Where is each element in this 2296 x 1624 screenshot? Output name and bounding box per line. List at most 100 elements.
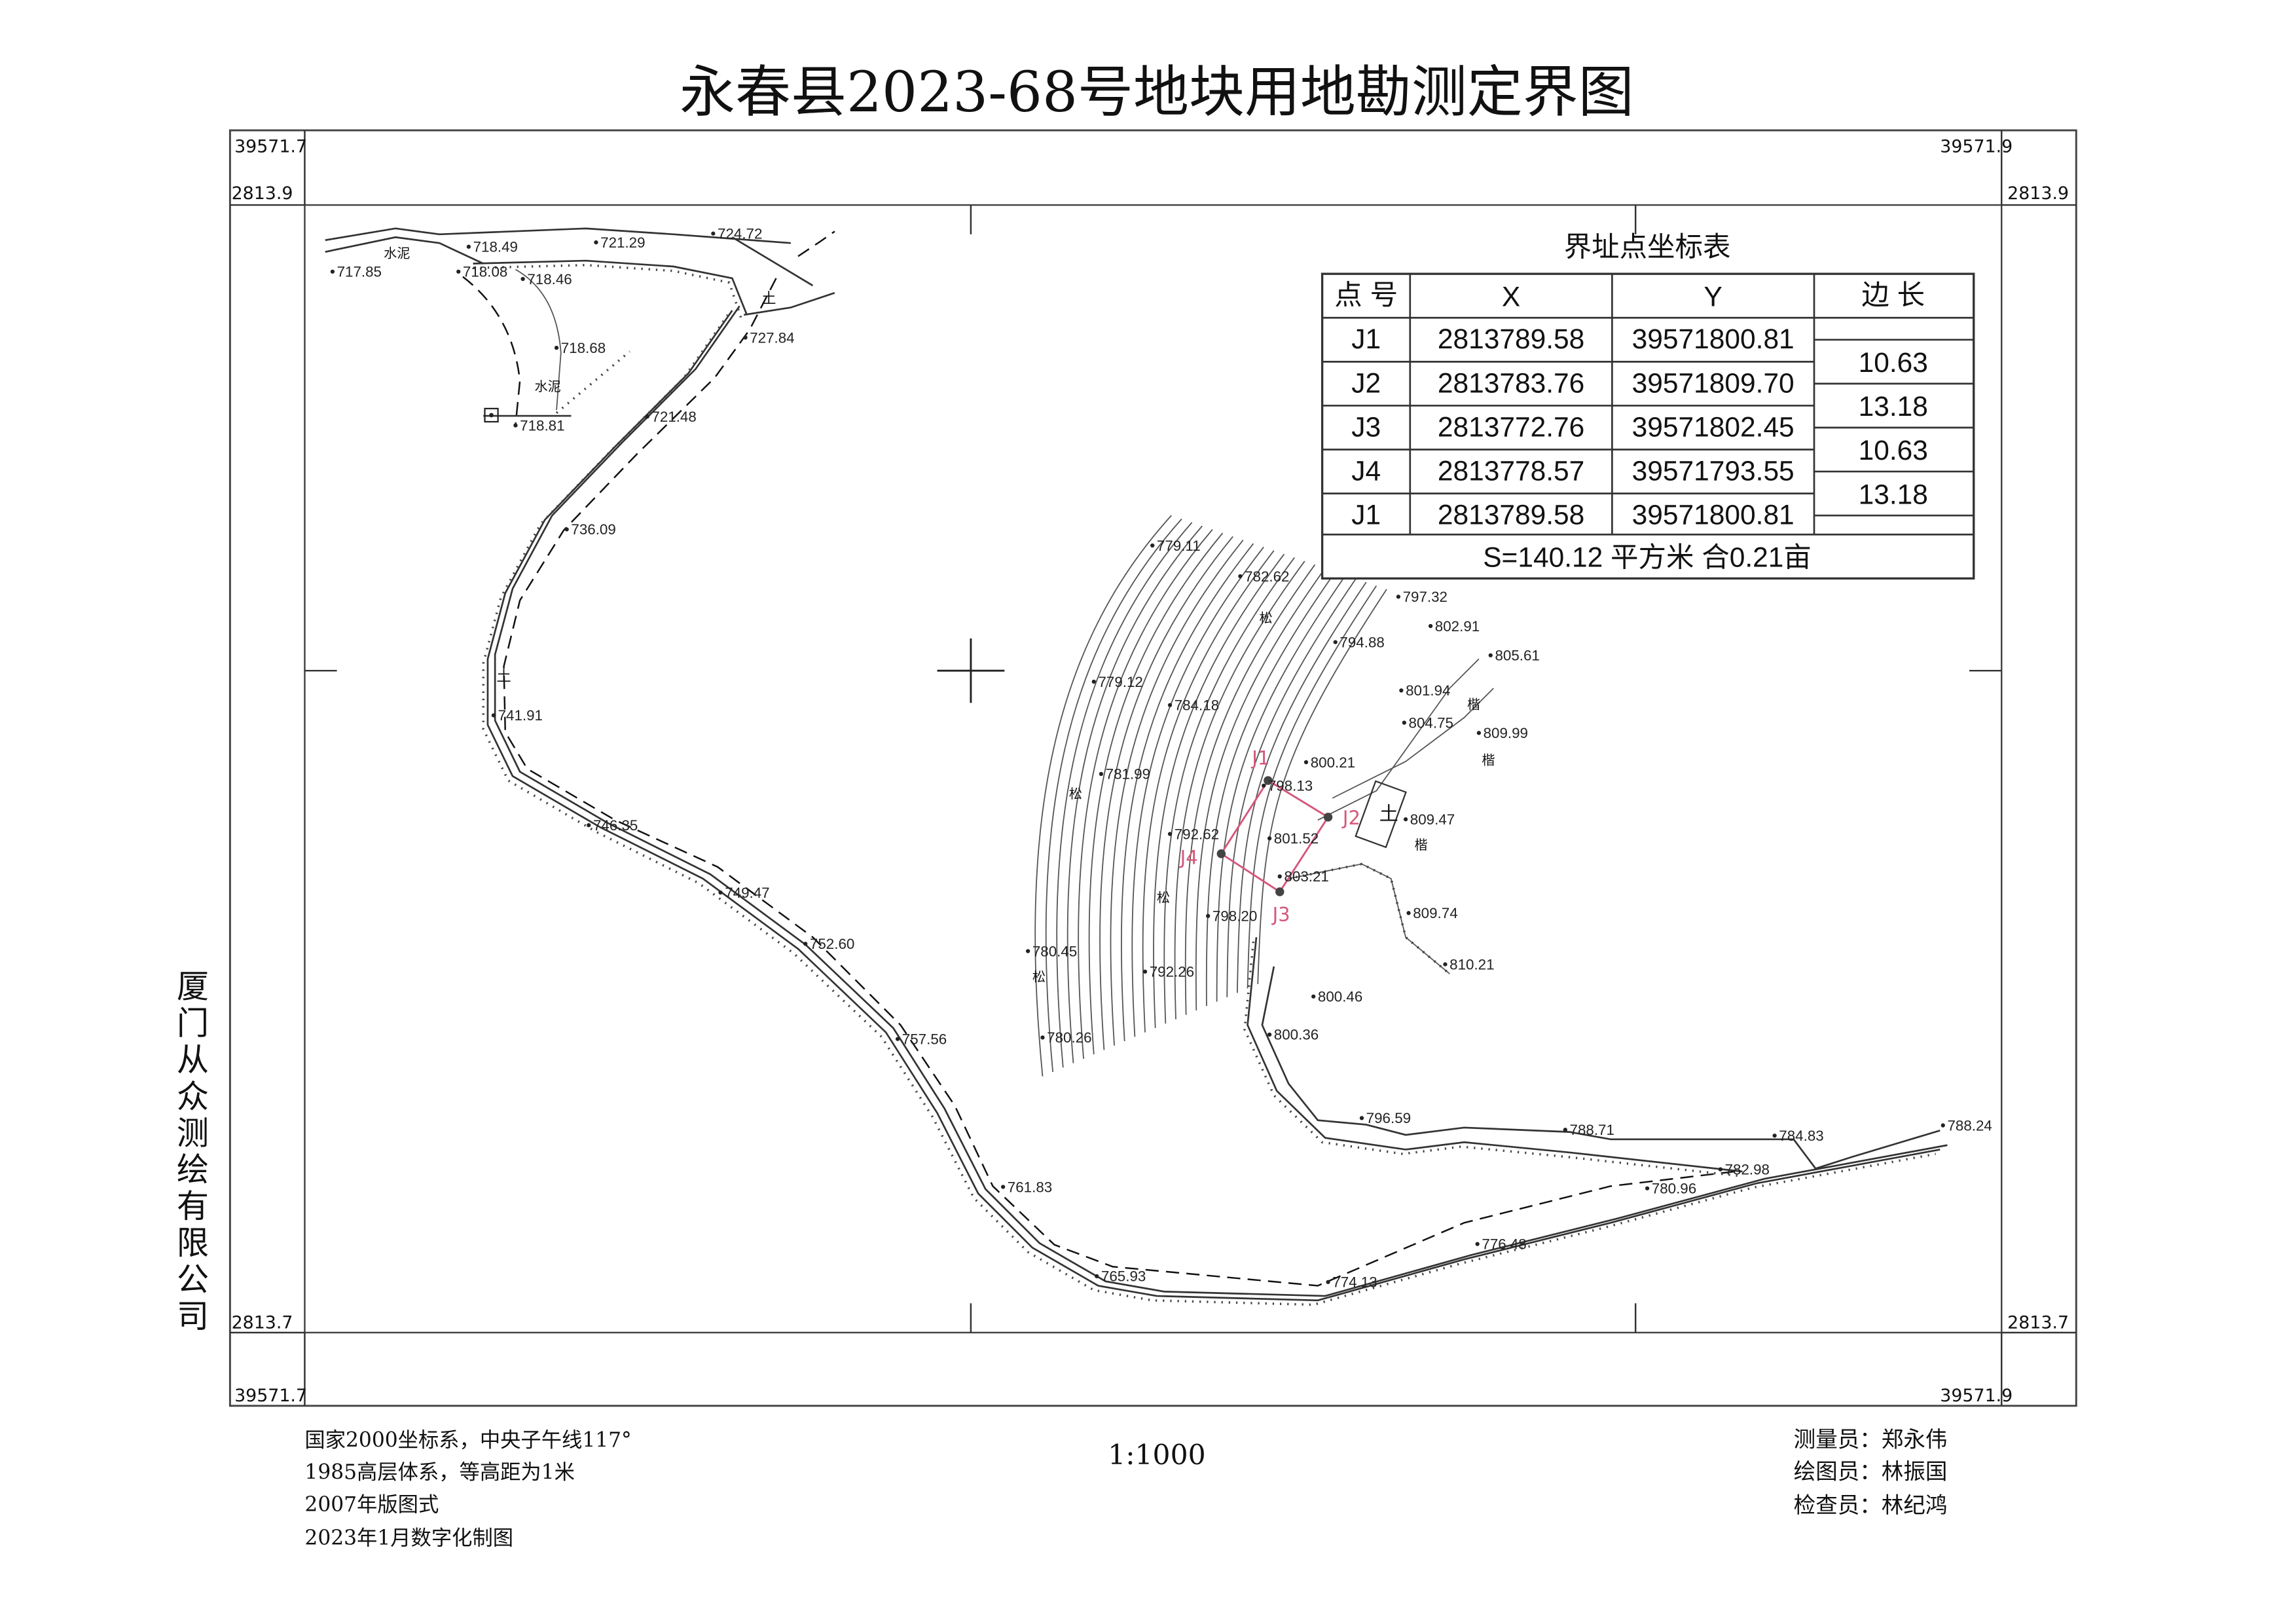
map-annotations: 水泥 水泥 土 土 土 松 松 松 松 楷 楷 楷 [384, 246, 1495, 985]
spot-height-label: 792.26 [1150, 964, 1194, 980]
table-cell-y: 39571793.55 [1632, 456, 1795, 487]
spot-height-dot [803, 942, 808, 946]
parcel-point-J2: J2 [1341, 807, 1360, 829]
spot-height-label: 809.74 [1413, 905, 1457, 921]
label-tree: 楷 [1482, 752, 1495, 767]
spot-height-dot [330, 269, 335, 274]
spot-height-label: 749.47 [725, 885, 769, 901]
edge-length: 10.63 [1859, 348, 1928, 378]
grid-cross [937, 638, 1005, 703]
spot-height-dot [1403, 817, 1408, 822]
spot-height-dot [1267, 1032, 1272, 1037]
note-date: 2023年1月数字化制图 [304, 1526, 513, 1550]
label-pine-3: 松 [1157, 890, 1170, 906]
outer-frame [228, 129, 2077, 1407]
drafter: 绘图员：林振国 [1794, 1459, 1948, 1485]
spot-height-dot [1167, 703, 1173, 707]
parcel-boundary: J1 J2 J3 J4 [1179, 747, 1360, 925]
table-cell-point: J3 [1351, 412, 1381, 443]
spot-height-dot [895, 1037, 900, 1041]
spot-height-label: 784.18 [1175, 697, 1219, 714]
spot-height-label: 718.49 [473, 239, 518, 255]
surveyor: 测量员：郑永伟 [1794, 1426, 1948, 1452]
spot-height-label: 798.13 [1268, 778, 1313, 794]
spot-height-label: 721.48 [651, 409, 696, 425]
spot-height-dot [564, 527, 569, 532]
spot-height-label: 805.61 [1495, 648, 1539, 664]
spot-height-dot [1333, 640, 1338, 644]
spot-height-dot [718, 890, 723, 895]
label-cement-2: 水泥 [535, 378, 561, 394]
spot-height-label: 800.36 [1274, 1027, 1319, 1043]
spot-height-dot [1563, 1128, 1567, 1132]
spot-height-label: 752.60 [810, 936, 854, 952]
spot-height-label: 798.20 [1212, 908, 1257, 925]
spot-height-dot [1326, 1280, 1330, 1284]
spot-height-dot [1000, 1185, 1006, 1189]
spot-height-label: 788.24 [1947, 1117, 1992, 1134]
corner-label-top-left-y: 39571.7 [234, 137, 307, 157]
spot-height-dot [1941, 1123, 1945, 1128]
spot-height-label: 746.35 [593, 817, 638, 834]
spot-height-label: 792.62 [1175, 826, 1219, 842]
table-cell-x: 2813778.57 [1438, 456, 1584, 487]
spot-height-dot [1476, 731, 1482, 735]
spot-height-dot [1303, 760, 1309, 765]
parcel-point-J1: J1 [1250, 747, 1269, 769]
table-cell-x: 2813772.76 [1438, 412, 1584, 443]
table-cell-y: 39571800.81 [1632, 500, 1795, 531]
contour-line [1216, 574, 1347, 1002]
spot-height-label: 784.83 [1779, 1128, 1823, 1144]
spot-height-label: 803.21 [1284, 868, 1328, 885]
spot-height-dot [1091, 679, 1096, 684]
label-pine: 松 [1259, 610, 1272, 625]
spot-height-label: 782.62 [1245, 568, 1289, 585]
contour-line [1257, 589, 1387, 984]
spot-height-dot [1206, 913, 1211, 918]
label-soil-3: 土 [1379, 802, 1398, 824]
spot-height-dot [1095, 1274, 1099, 1279]
spot-height-label: 718.08 [463, 264, 507, 280]
spot-height-label: 809.47 [1410, 811, 1455, 828]
spot-height-label: 780.45 [1032, 943, 1077, 959]
table-cell-point: J1 [1351, 324, 1381, 355]
table-title: 界址点坐标表 [1564, 232, 1731, 263]
spot-height-label: 741.91 [498, 707, 543, 724]
label-pine-2: 松 [1069, 786, 1082, 802]
table-cell-x: 2813783.76 [1438, 368, 1584, 399]
survey-marker-icon [484, 407, 499, 423]
corner-label-bottom-right-y: 39571.9 [1940, 1386, 2013, 1406]
spot-height-dot [1399, 688, 1404, 693]
table-cell-x: 2813789.58 [1438, 500, 1584, 531]
spot-height-label: 794.88 [1339, 634, 1384, 650]
spot-height-label: 796.59 [1366, 1110, 1411, 1126]
spot-height-dot [1406, 911, 1411, 915]
corner-label-top-left-x: 2813.9 [232, 183, 293, 204]
table-cell-y: 39571800.81 [1632, 324, 1795, 355]
spot-height-label: 801.94 [1406, 682, 1450, 699]
map-title: 永春县2023-68号地块用地勘测定界图 [680, 60, 1634, 125]
spot-height-dot [1167, 832, 1173, 836]
label-soil-2: 土 [496, 668, 511, 685]
spot-height-dot [1262, 783, 1266, 788]
contour-line [1174, 561, 1305, 1020]
spot-height-label: 788.71 [1570, 1122, 1614, 1138]
table-cell-point: J1 [1351, 500, 1381, 531]
spot-height-dot [1488, 653, 1493, 657]
spot-height-dot [743, 335, 748, 340]
contour-line [1153, 553, 1285, 1028]
header-y: Y [1704, 282, 1722, 312]
table-cell-point: J4 [1351, 456, 1381, 487]
spot-height-label: 780.26 [1047, 1029, 1091, 1046]
spot-height-dot [554, 345, 559, 350]
contour-line [1184, 564, 1316, 1015]
contour-line [1045, 518, 1182, 1073]
spot-height-dot [1267, 836, 1272, 841]
spot-height-label: 718.46 [527, 271, 572, 287]
contour-line [1226, 578, 1357, 997]
spot-height-dot [594, 240, 598, 245]
spot-height-label: 765.93 [1101, 1268, 1146, 1285]
spot-height-dot [513, 423, 518, 428]
spot-height-dot [491, 713, 496, 718]
